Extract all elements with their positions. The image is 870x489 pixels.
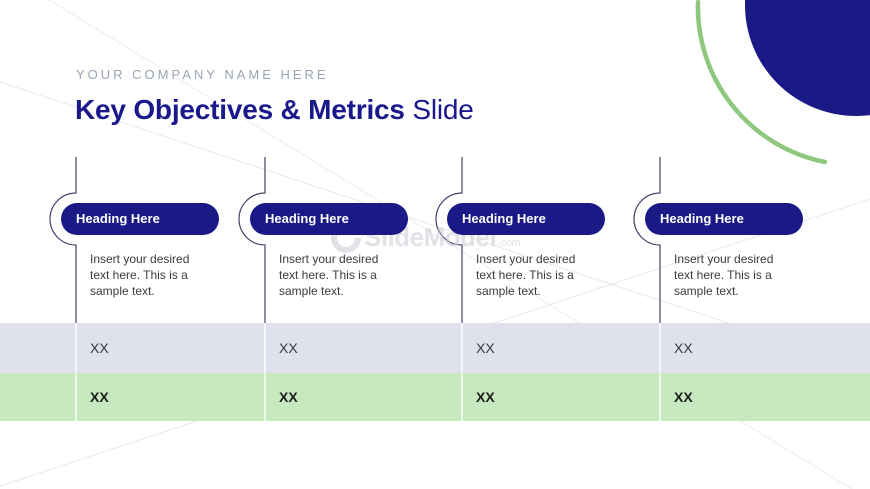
metrics-row-highlight <box>0 373 870 421</box>
heading-pill-label: Heading Here <box>265 211 349 226</box>
watermark-suffix: .com <box>498 237 521 249</box>
heading-pill-label: Heading Here <box>462 211 546 226</box>
circle-decoration <box>745 0 870 116</box>
column-body-text: Insert your desired text here. This is a… <box>279 252 379 298</box>
metric-value-primary: XX <box>279 340 298 356</box>
heading-pill: Heading Here <box>250 203 408 235</box>
heading-pill: Heading Here <box>645 203 803 235</box>
metric-value-primary: XX <box>90 340 109 356</box>
page-title: Key Objectives & Metrics Slide <box>75 94 474 126</box>
metrics-row-primary <box>0 323 870 373</box>
column-body-text: Insert your desired text here. This is a… <box>90 252 190 298</box>
metric-value-primary: XX <box>476 340 495 356</box>
metric-value-highlight: XX <box>674 389 693 405</box>
heading-pill: Heading Here <box>61 203 219 235</box>
page-title-primary: Key Objectives & Metrics <box>75 94 405 125</box>
metric-value-highlight: XX <box>476 389 495 405</box>
metric-value-highlight: XX <box>90 389 109 405</box>
metric-value-primary: XX <box>674 340 693 356</box>
column-body-text: Insert your desired text here. This is a… <box>674 252 774 298</box>
heading-pill-label: Heading Here <box>76 211 160 226</box>
heading-pill-label: Heading Here <box>660 211 744 226</box>
metric-value-highlight: XX <box>279 389 298 405</box>
column-body-text: Insert your desired text here. This is a… <box>476 252 576 298</box>
company-name: YOUR COMPANY NAME HERE <box>76 67 329 82</box>
heading-pill: Heading Here <box>447 203 605 235</box>
page-title-secondary: Slide <box>412 94 474 125</box>
